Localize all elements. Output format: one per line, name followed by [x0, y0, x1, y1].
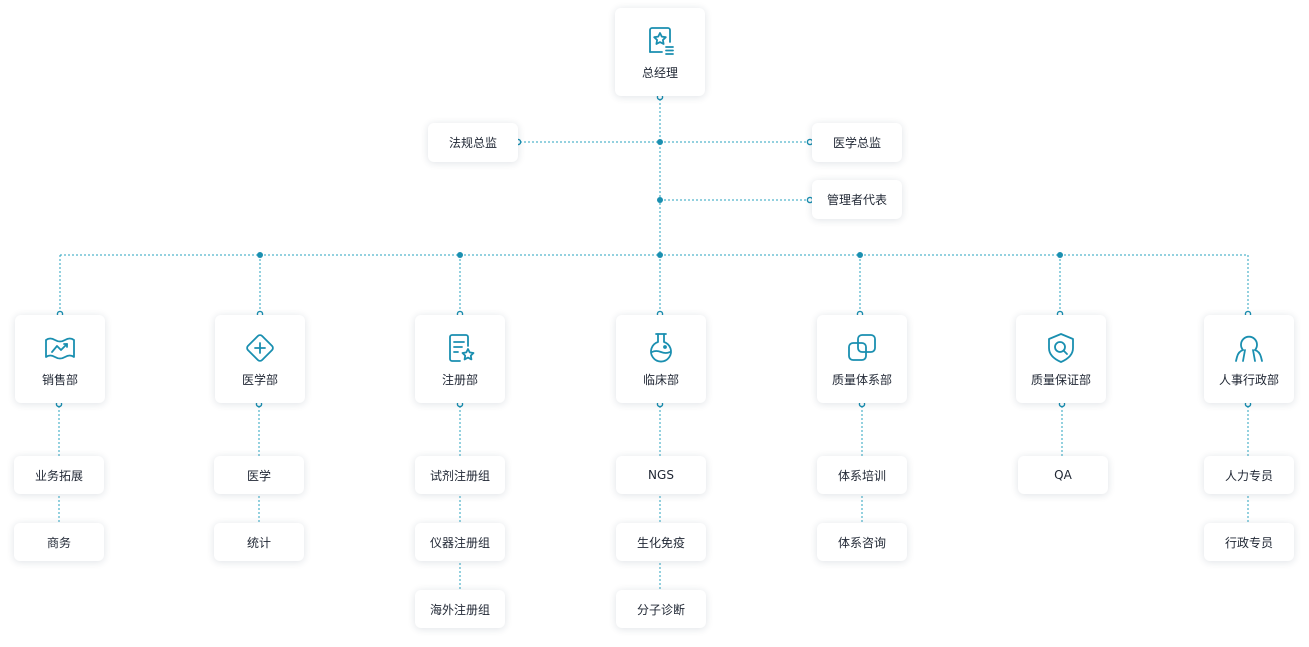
node-management-rep[interactable]: 管理者代表 — [812, 180, 902, 219]
node-label: 质量体系部 — [831, 372, 892, 387]
dept-quality-system[interactable]: 质量体系部 — [817, 315, 907, 403]
dept-clinical[interactable]: 临床部 — [616, 315, 706, 403]
node-label: 海外注册组 — [429, 602, 490, 617]
dept-quality-assurance[interactable]: 质量保证部 — [1016, 315, 1106, 403]
map-trend-icon — [45, 337, 75, 359]
dept-sales[interactable]: 销售部 — [15, 315, 105, 403]
node-label: 临床部 — [642, 372, 679, 387]
node-label: 医学总监 — [832, 136, 881, 150]
sub-unit[interactable]: 商务 — [14, 523, 104, 561]
node-label: 销售部 — [41, 372, 78, 387]
sub-unit[interactable]: 分子诊断 — [616, 590, 706, 628]
node-label: 法规总监 — [448, 136, 497, 150]
node-label: 注册部 — [441, 372, 478, 387]
dept-hr-admin[interactable]: 人事行政部 — [1204, 315, 1294, 403]
node-label: 行政专员 — [1224, 535, 1273, 550]
node-label: 总经理 — [641, 65, 678, 80]
sub-unit[interactable]: NGS — [616, 456, 706, 494]
node-label: 体系培训 — [837, 468, 886, 483]
node-label: 人力专员 — [1224, 468, 1273, 483]
node-label: 商务 — [46, 535, 71, 550]
sub-unit[interactable]: 行政专员 — [1204, 523, 1294, 561]
sub-unit[interactable]: 体系咨询 — [817, 523, 907, 561]
sub-unit[interactable]: 试剂注册组 — [415, 456, 505, 494]
sub-unit[interactable]: 医学 — [214, 456, 304, 494]
sub-unit[interactable]: 仪器注册组 — [415, 523, 505, 561]
sub-unit[interactable]: 业务拓展 — [14, 456, 104, 494]
node-label: 医学部 — [241, 372, 278, 387]
sub-unit[interactable]: QA — [1018, 456, 1108, 494]
dept-medical[interactable]: 医学部 — [215, 315, 305, 403]
dept-registration[interactable]: 注册部 — [415, 315, 505, 403]
people-icon — [1235, 335, 1263, 362]
node-medical-director[interactable]: 医学总监 — [812, 123, 902, 162]
node-label: 管理者代表 — [826, 193, 887, 207]
node-general-manager[interactable]: 总经理 — [615, 8, 705, 96]
node-regulatory-director[interactable]: 法规总监 — [428, 123, 518, 162]
node-label: 仪器注册组 — [429, 535, 490, 550]
shield-search-icon — [1048, 332, 1074, 363]
diamond-plus-icon — [246, 333, 274, 362]
node-label: 业务拓展 — [34, 468, 83, 483]
node-label: NGS — [648, 468, 674, 482]
node-label: 体系咨询 — [837, 535, 886, 550]
sub-unit[interactable]: 海外注册组 — [415, 590, 505, 628]
node-label: 统计 — [246, 535, 271, 550]
node-label: 生化免疫 — [636, 535, 685, 550]
sub-unit[interactable]: 生化免疫 — [616, 523, 706, 561]
node-label: 医学 — [246, 468, 271, 483]
sub-unit[interactable]: 统计 — [214, 523, 304, 561]
overlap-squares-icon — [848, 333, 876, 361]
node-label: QA — [1054, 468, 1072, 482]
document-star-icon — [449, 333, 475, 362]
badge-star-icon — [649, 26, 674, 55]
node-label: 人事行政部 — [1218, 372, 1279, 387]
node-label: 质量保证部 — [1030, 372, 1091, 387]
node-label: 试剂注册组 — [429, 468, 490, 483]
flask-icon — [650, 332, 672, 362]
sub-unit[interactable]: 人力专员 — [1204, 456, 1294, 494]
sub-unit[interactable]: 体系培训 — [817, 456, 907, 494]
node-label: 分子诊断 — [636, 602, 685, 617]
